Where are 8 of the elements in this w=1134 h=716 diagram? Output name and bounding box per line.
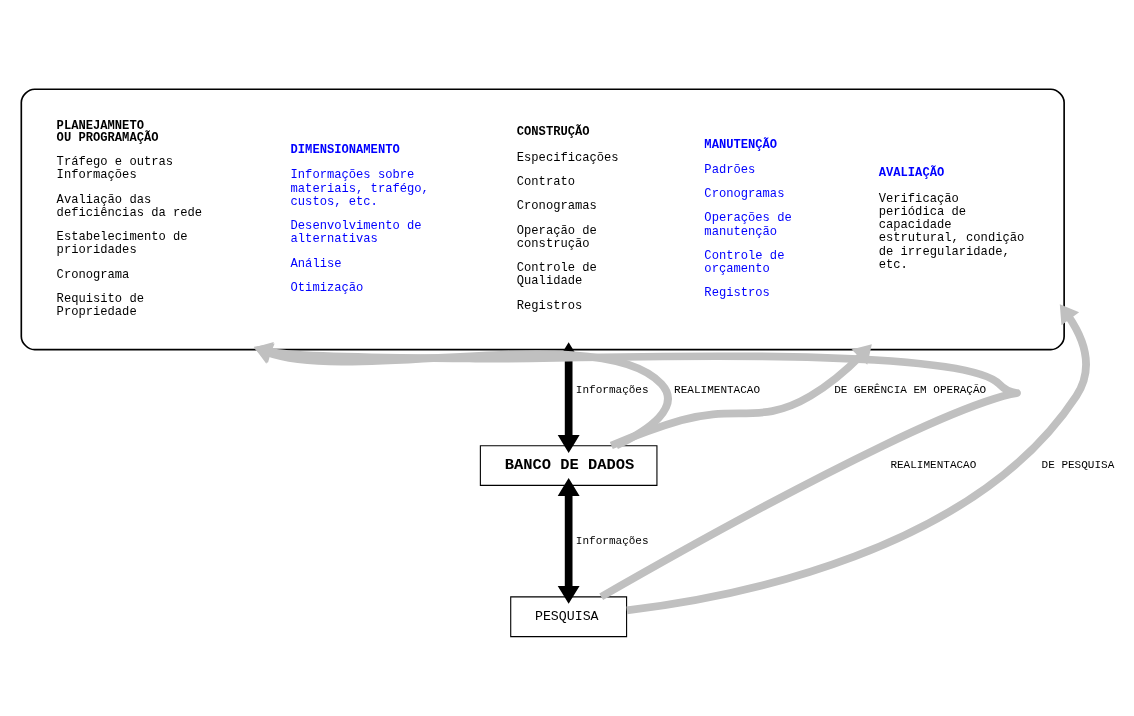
node-text: AVALIAÇÃO Verificação periódica de capacidade estrutural, condição de irregularidade, etc. (878, 165, 1025, 272)
node-text: MANUTENÇÃO Padrões Cronogramas Operações de manutenção Controle de orçamento Registros (704, 137, 792, 300)
node-text: PLANEJAMNETO OU PROGRAMAÇÃO Tráfego e outras Informações Avaliação das deficiências da rede Estabelecimento de prioridades Cronograma Requisito de Propriedade (56, 118, 203, 319)
node-box: PESQUISA (510, 595, 628, 637)
edge-label: DE PESQUISA (1041, 458, 1115, 471)
node-text: DIMENSIONAMENTO Informações sobre materiais, trafégo, custos, etc. Desenvolvimento de alternativas Análise Otimização (290, 142, 429, 295)
node-text: CONSTRUÇÃO Especificações Contrato Cronogramas Operação de construção Controle de Qualidade Registros (516, 124, 619, 313)
cluster (20, 87, 1065, 350)
